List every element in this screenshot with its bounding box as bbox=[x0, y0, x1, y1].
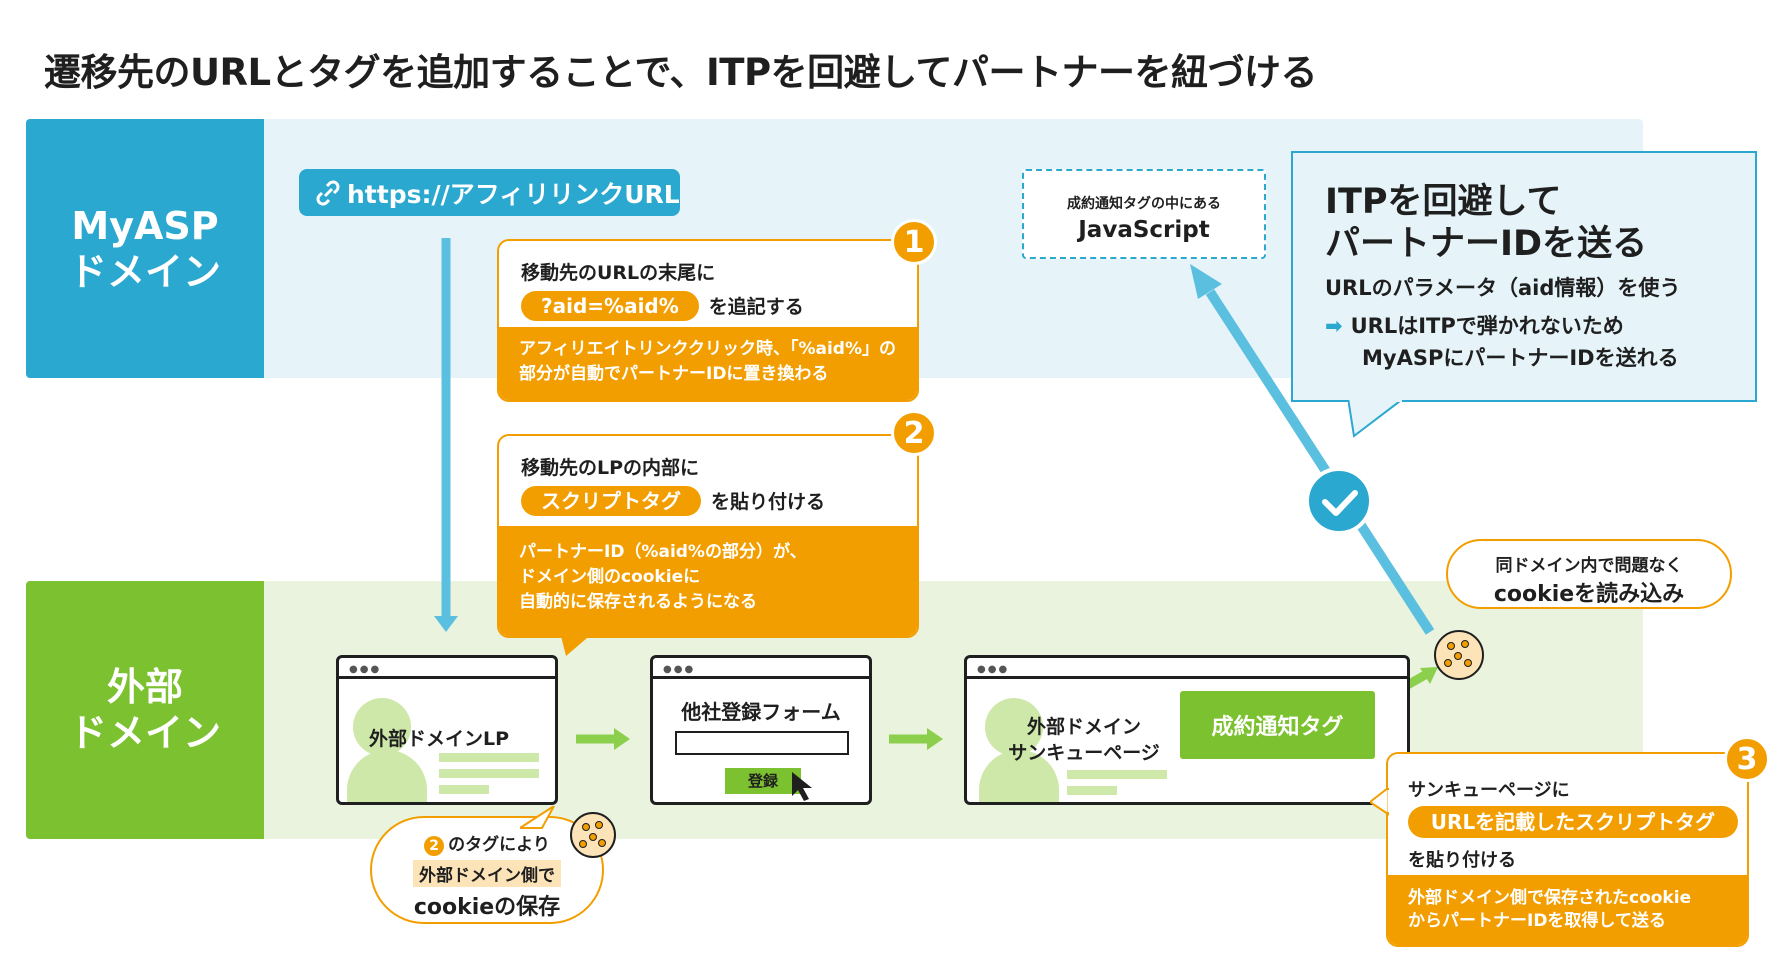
step3-number: 3 bbox=[1724, 736, 1770, 782]
step2-number: 2 bbox=[891, 410, 937, 456]
itp-callout: ITPを回避してパートナーIDを送る URLのパラメータ（aid情報）を使う ➡… bbox=[1291, 151, 1757, 402]
cookie-icon bbox=[570, 812, 616, 858]
step2-card: 移動先のLPの内部に スクリプトタグを貼り付ける パートナーID（%aid%の部… bbox=[497, 434, 919, 638]
cookie-icon bbox=[1434, 630, 1484, 680]
cursor-icon bbox=[792, 772, 812, 801]
arrow-right-icon: ➡ bbox=[1325, 314, 1343, 338]
step1-number: 1 bbox=[891, 219, 937, 265]
step1-pill: ?aid=%aid% bbox=[521, 291, 699, 321]
step1-note: アフィリエイトリンククリック時、「%aid%」の部分が自動でパートナーIDに置き… bbox=[499, 327, 917, 400]
link-icon bbox=[316, 180, 340, 205]
javascript-box: 成約通知タグの中にある JavaScript bbox=[1022, 169, 1266, 259]
step3-card: サンキューページに URLを記載したスクリプトタグ を貼り付ける 外部ドメイン側… bbox=[1386, 752, 1749, 947]
cookie-bubble-tail bbox=[520, 806, 555, 829]
form-input[interactable] bbox=[675, 731, 849, 755]
step2-note: パートナーID（%aid%の部分）が、ドメイン側のcookieに自動的に保存され… bbox=[499, 526, 917, 636]
external-domain-label: 外部ドメイン bbox=[26, 581, 264, 839]
step3-tail bbox=[1370, 788, 1391, 816]
conversion-tag: 成約通知タグ bbox=[1180, 691, 1375, 759]
step2-mini-number: 2 bbox=[424, 836, 445, 856]
register-button[interactable]: 登録 bbox=[725, 768, 801, 794]
step1-card: 移動先のURLの末尾に ?aid=%aid%を追記する アフィリエイトリンククリ… bbox=[497, 239, 919, 402]
external-lp-window: ●●● 外部ドメインLP bbox=[336, 655, 558, 805]
form-title: 他社登録フォーム bbox=[681, 700, 841, 724]
thanks-label: 外部ドメインサンキューページ bbox=[1008, 716, 1160, 764]
window-dots-icon: ●●● bbox=[349, 664, 382, 675]
step2-tail bbox=[560, 632, 594, 656]
step1-line1: 移動先のURLの末尾に bbox=[521, 262, 716, 284]
page-title: 遷移先のURLとタグを追加することで、ITPを回避してパートナーを紐づける bbox=[44, 51, 1318, 94]
itp-callout-tail bbox=[1348, 400, 1404, 438]
lp-label: 外部ドメインLP bbox=[369, 728, 510, 750]
signup-form-window: ●●● 他社登録フォーム 登録 bbox=[650, 655, 872, 805]
affiliate-url-pill: https://アフィリリンクURL bbox=[299, 169, 680, 216]
step3-pill: URLを記載したスクリプトタグ bbox=[1408, 806, 1738, 838]
same-domain-bubble: 同ドメイン内で問題なく cookieを読み込み bbox=[1446, 539, 1732, 609]
step2-pill: スクリプトタグ bbox=[521, 486, 701, 516]
check-icon bbox=[1305, 467, 1373, 535]
